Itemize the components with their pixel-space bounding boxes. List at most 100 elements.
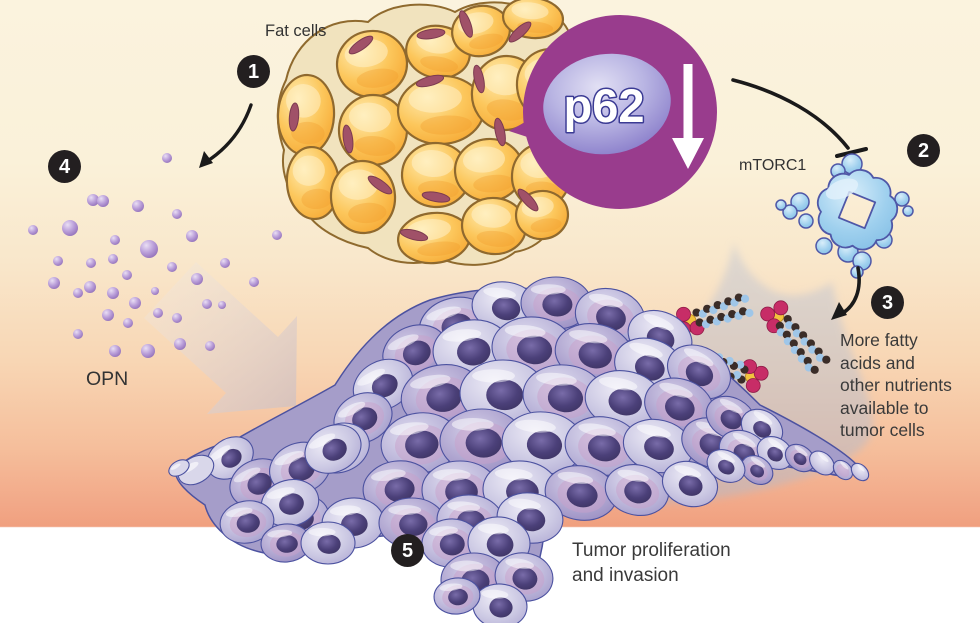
opn-dot bbox=[48, 277, 60, 289]
fat-cell-nucleus bbox=[517, 188, 539, 212]
tumor-cell bbox=[260, 523, 312, 563]
tumor-cell bbox=[661, 460, 719, 508]
p62-label: p62 bbox=[564, 79, 645, 132]
tumor-cell bbox=[740, 455, 774, 485]
inhibition-arrow bbox=[731, 78, 868, 158]
opn-dot bbox=[141, 344, 155, 358]
opn-dot bbox=[107, 287, 119, 299]
opn-dot bbox=[87, 194, 99, 206]
mtorc1-illustration bbox=[775, 153, 914, 279]
tumor-cell bbox=[850, 462, 870, 482]
mtorc1-label: mTORC1 bbox=[739, 157, 807, 174]
opn-dot bbox=[97, 195, 109, 207]
fat-cell-nucleus bbox=[494, 117, 506, 147]
fat-cell-nucleus bbox=[508, 21, 532, 43]
fat-cell-nucleus bbox=[473, 64, 485, 94]
opn-dot bbox=[53, 256, 63, 266]
opn-dot bbox=[108, 254, 118, 264]
tumor-cell bbox=[832, 459, 854, 481]
p62-down-arrow-icon bbox=[672, 64, 704, 169]
fatty-acid-molecule bbox=[760, 300, 831, 374]
opn-dot bbox=[151, 287, 159, 295]
fat-cell-nucleus bbox=[348, 35, 374, 55]
step3-line4: available to bbox=[840, 397, 929, 418]
step5-line1: Tumor proliferation bbox=[572, 540, 731, 561]
opn-dot bbox=[172, 313, 182, 323]
step-5-badge: 5 bbox=[391, 534, 424, 567]
fatty-acid-molecule bbox=[676, 293, 754, 337]
tumor-cell bbox=[604, 464, 670, 516]
fat-cell-nucleus bbox=[399, 228, 429, 242]
step3-caption: More fatty acids and other nutrients ava… bbox=[840, 329, 952, 442]
mtorc1-output-arrow bbox=[831, 266, 861, 320]
fat-cell-nucleus bbox=[288, 102, 300, 132]
opn-dot bbox=[86, 258, 96, 268]
opn-dot bbox=[102, 309, 114, 321]
tumor-cell bbox=[472, 583, 528, 623]
opn-dot bbox=[191, 273, 203, 285]
opn-dot bbox=[110, 235, 120, 245]
tumor-cell bbox=[622, 418, 694, 474]
tumor-illustration bbox=[168, 276, 870, 623]
opn-dot bbox=[249, 277, 259, 287]
fat-cell bbox=[400, 141, 472, 209]
step-1-badge: 1 bbox=[237, 55, 270, 88]
p62-bubble: p62 bbox=[509, 15, 717, 209]
tumor-cell bbox=[439, 408, 525, 474]
step3-line3: other nutrients bbox=[840, 375, 952, 395]
opn-label: OPN bbox=[86, 368, 129, 390]
opn-dot bbox=[123, 318, 133, 328]
tumor-cell bbox=[584, 370, 664, 430]
fat-cells-illustration bbox=[276, 0, 587, 266]
opn-dot bbox=[218, 301, 226, 309]
opn-release-arrow bbox=[199, 103, 253, 168]
opn-dot bbox=[129, 297, 141, 309]
opn-dot bbox=[132, 200, 144, 212]
fat-cell bbox=[501, 0, 565, 40]
fat-cell bbox=[337, 93, 409, 167]
opn-dots bbox=[28, 153, 282, 358]
opn-dot bbox=[172, 209, 182, 219]
fat-cell-nucleus bbox=[415, 74, 445, 88]
tumor-cell bbox=[544, 465, 618, 521]
step3-line5: tumor cells bbox=[840, 420, 925, 440]
opn-dot bbox=[205, 341, 215, 351]
opn-dot bbox=[109, 345, 121, 357]
fat-cells-label: Fat cells bbox=[265, 22, 327, 40]
opn-dot bbox=[84, 281, 96, 293]
tumor-cell bbox=[520, 276, 592, 330]
opn-dot bbox=[162, 153, 172, 163]
opn-dot bbox=[73, 288, 83, 298]
opn-dot bbox=[174, 338, 186, 350]
step-3-badge: 3 bbox=[871, 286, 904, 319]
tumor-cell bbox=[219, 500, 275, 544]
fat-cell bbox=[453, 137, 525, 203]
tumor-cell bbox=[564, 416, 642, 476]
fat-cell-nucleus bbox=[367, 175, 393, 195]
tumor-cell bbox=[784, 443, 816, 473]
tumor-cell bbox=[260, 479, 320, 527]
opn-dot bbox=[220, 258, 230, 268]
opn-dot bbox=[186, 230, 198, 242]
step5-caption: Tumor proliferation and invasion bbox=[572, 539, 731, 588]
tumor-cell bbox=[304, 424, 362, 474]
opn-dot bbox=[140, 240, 158, 258]
tumor-cell bbox=[522, 364, 606, 428]
opn-dot bbox=[167, 262, 177, 272]
opn-to-tumor-arrow bbox=[144, 262, 297, 414]
opn-dot bbox=[62, 220, 78, 236]
fat-cell-nucleus bbox=[421, 191, 451, 203]
step-4-badge: 4 bbox=[48, 150, 81, 183]
step3-line2: acids and bbox=[840, 352, 915, 373]
step3-line1: More fatty bbox=[840, 330, 918, 350]
tumor-cell bbox=[400, 364, 484, 428]
step-2-badge: 2 bbox=[907, 134, 940, 167]
opn-dot bbox=[153, 308, 163, 318]
tumor-cell bbox=[433, 577, 481, 615]
step5-line2: and invasion bbox=[572, 564, 679, 586]
opn-dot bbox=[202, 299, 212, 309]
p62-protein-blob bbox=[543, 53, 671, 155]
tumor-cell bbox=[300, 521, 356, 565]
